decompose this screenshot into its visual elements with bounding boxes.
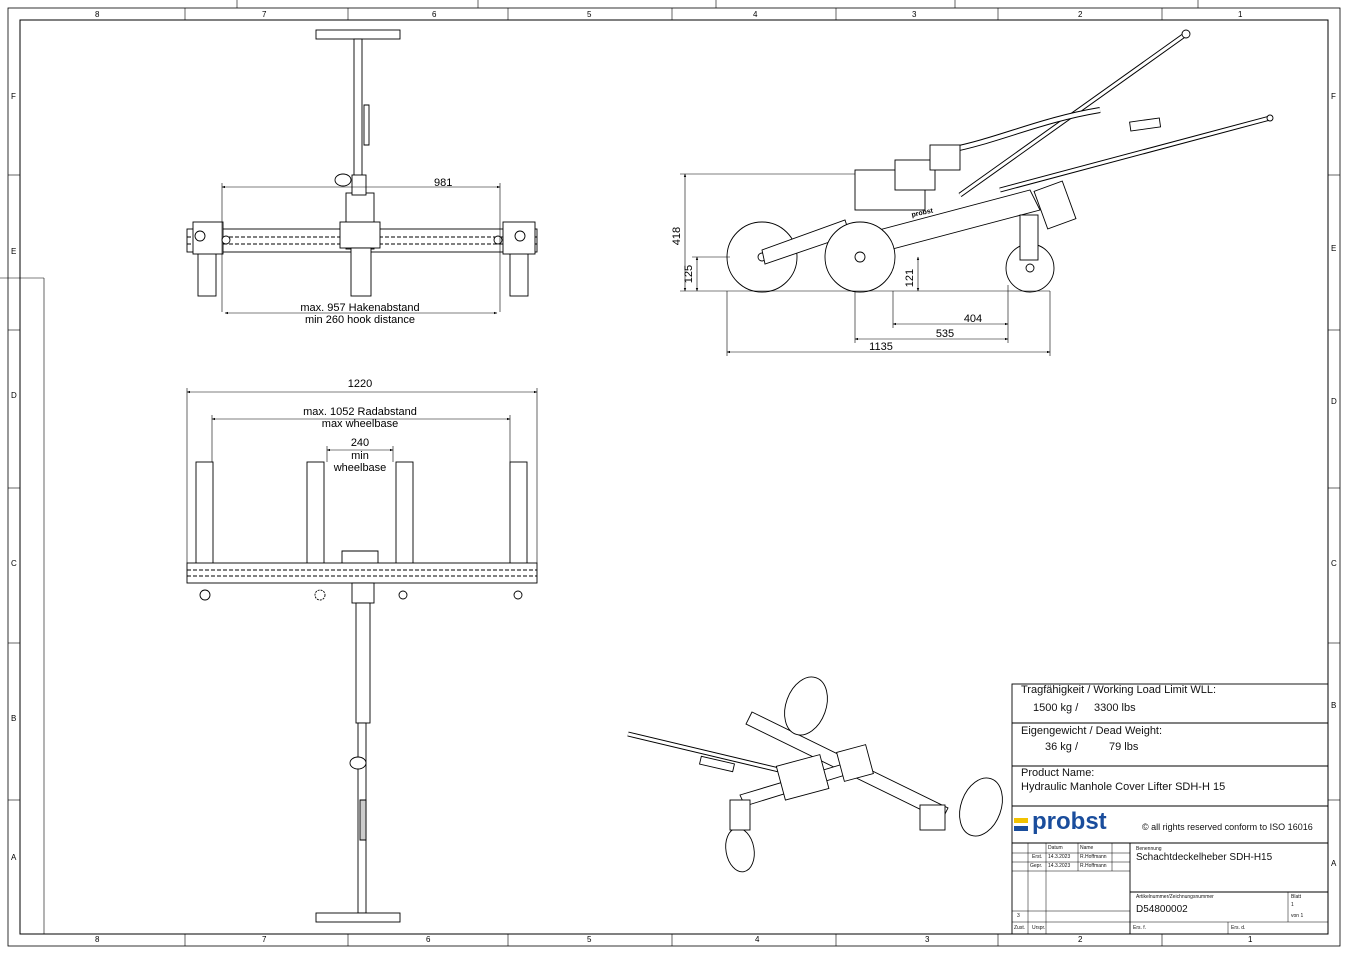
zust-label: Zust. xyxy=(1014,925,1026,931)
blatt-value: 1 xyxy=(1291,902,1294,908)
side-view xyxy=(726,29,1274,293)
front-view xyxy=(186,461,538,923)
dim-hook-en: min 260 hook distance xyxy=(305,314,415,326)
erst-date: 14.3.2023 xyxy=(1048,854,1071,860)
col-bot-1: 1 xyxy=(1248,935,1253,944)
dim-min: min xyxy=(351,450,369,462)
col-bot-8: 8 xyxy=(95,935,100,944)
dim-121: 121 xyxy=(904,269,916,287)
benennung-value: Schachtdeckelheber SDH-H15 xyxy=(1136,852,1273,863)
dead-weight-kg: 36 kg / xyxy=(1045,741,1079,753)
dim-418: 418 xyxy=(671,227,683,245)
probst-logo-mark xyxy=(1014,818,1028,831)
dim-404: 404 xyxy=(964,313,982,325)
row-right-F: F xyxy=(1331,92,1336,101)
gepr-date: 14.3.2023 xyxy=(1048,863,1071,869)
row-right-C: C xyxy=(1331,559,1337,568)
dim-240: 240 xyxy=(351,437,369,449)
side-view-dim-labels: 418 125 121 404 535 1135 probst xyxy=(671,207,982,353)
copyright-notice: © all rights reserved conform to ISO 160… xyxy=(1142,822,1313,832)
dead-weight-lbs: 79 lbs xyxy=(1109,741,1139,753)
wll-label: Tragfähigkeit / Working Load Limit WLL: xyxy=(1021,684,1217,696)
dim-535: 535 xyxy=(936,328,954,340)
artikel-label: Artikelnummer/Zeichnungsnummer xyxy=(1136,894,1214,900)
urspr-label: Urspr. xyxy=(1032,925,1046,931)
row-right-A: A xyxy=(1331,859,1337,868)
front-view-dim-labels: 1220 max. 1052 Radabstand max wheelbase … xyxy=(303,378,417,474)
col-top-6: 6 xyxy=(432,10,437,19)
col-bot-5: 5 xyxy=(587,935,592,944)
top-view xyxy=(186,29,538,297)
revision-index: 3 xyxy=(1017,913,1020,919)
dim-981: 981 xyxy=(434,177,452,189)
dead-weight-label: Eigengewicht / Dead Weight: xyxy=(1021,725,1163,737)
col-bot-6: 6 xyxy=(426,935,431,944)
side-view-dims xyxy=(680,173,1051,356)
zone-labels: 8 7 6 5 4 3 2 1 8 7 6 5 4 3 2 1 F E D C … xyxy=(11,10,1337,944)
probst-logo-text: probst xyxy=(1032,808,1107,835)
dim-wheelbase-en: max wheelbase xyxy=(322,418,398,430)
dim-125: 125 xyxy=(683,265,695,283)
artikel-value: D54800002 xyxy=(1136,904,1188,915)
col-top-3: 3 xyxy=(912,10,917,19)
col-bot-3: 3 xyxy=(925,935,930,944)
row-right-E: E xyxy=(1331,244,1336,253)
front-view-dims xyxy=(186,388,538,563)
col-top-1: 1 xyxy=(1238,10,1243,19)
iso-view xyxy=(627,676,1003,873)
col-datum: Datum xyxy=(1048,845,1063,851)
top-view-dim-labels: 981 max. 957 Hakenabstand min 260 hook d… xyxy=(300,177,452,326)
gepr-label: Gepr. xyxy=(1030,863,1043,869)
col-top-5: 5 xyxy=(587,10,592,19)
row-right-B: B xyxy=(1331,701,1336,710)
ers-d-label: Ers. d. xyxy=(1231,925,1246,931)
product-name-label: Product Name: xyxy=(1021,767,1095,779)
row-right-D: D xyxy=(1331,397,1337,406)
row-left-C: C xyxy=(11,559,17,568)
col-top-4: 4 xyxy=(753,10,758,19)
col-bot-7: 7 xyxy=(262,935,267,944)
benennung-label: Benennung xyxy=(1136,846,1162,852)
col-bot-2: 2 xyxy=(1078,935,1083,944)
blatt-label: Blatt xyxy=(1291,894,1302,900)
blatt-of: von 1 xyxy=(1291,913,1304,919)
col-top-7: 7 xyxy=(262,10,267,19)
product-name: Hydraulic Manhole Cover Lifter SDH-H 15 xyxy=(1021,781,1226,793)
row-left-E: E xyxy=(11,247,16,256)
wll-kg: 1500 kg / xyxy=(1033,702,1079,714)
row-left-D: D xyxy=(11,391,17,400)
erst-label: Erst. xyxy=(1032,854,1043,860)
top-view-dims xyxy=(221,183,501,315)
row-left-B: B xyxy=(11,714,16,723)
erst-name: R.Hoffmann xyxy=(1080,854,1107,860)
col-top-8: 8 xyxy=(95,10,100,19)
dim-hook-de: max. 957 Hakenabstand xyxy=(300,302,419,314)
col-name: Name xyxy=(1080,845,1094,851)
dim-min-wheelbase: wheelbase xyxy=(333,462,387,474)
dim-wheelbase-de: max. 1052 Radabstand xyxy=(303,406,417,418)
col-top-2: 2 xyxy=(1078,10,1083,19)
row-left-F: F xyxy=(11,92,16,101)
row-left-A: A xyxy=(11,853,17,862)
ers-f-label: Ers. f. xyxy=(1133,925,1147,931)
dim-1220: 1220 xyxy=(348,378,372,390)
dim-1135: 1135 xyxy=(869,341,893,353)
gepr-name: R.Hoffmann xyxy=(1080,863,1107,869)
side-brand-label: probst xyxy=(911,207,934,219)
wll-lbs: 3300 lbs xyxy=(1094,702,1136,714)
col-bot-4: 4 xyxy=(755,935,760,944)
